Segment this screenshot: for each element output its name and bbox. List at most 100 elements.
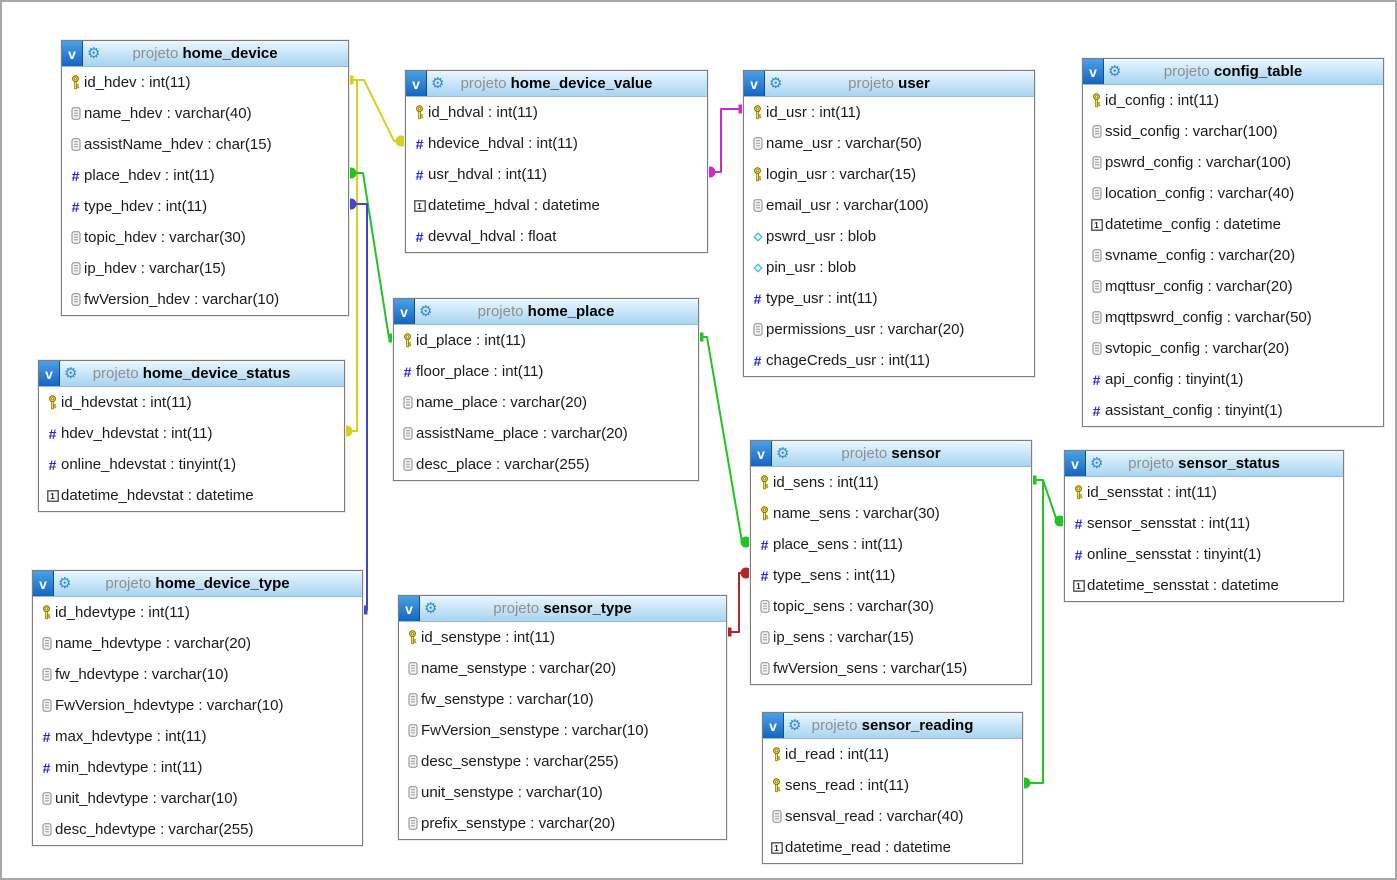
table-header-sensor_reading[interactable]: v⚙projeto sensor_reading: [763, 713, 1022, 739]
field-row-name_hdevtype: name_hdevtypevarchar(20): [33, 628, 362, 659]
field-type: varchar(15): [878, 660, 968, 677]
field-row-id_read: id_readint(11): [763, 739, 1022, 770]
table-user[interactable]: v⚙projeto userid_usrint(11)name_usrvarch…: [743, 70, 1035, 377]
table-title: projeto home_device: [62, 45, 348, 62]
text-field-icon: [38, 668, 55, 681]
table-home_device[interactable]: v⚙projeto home_deviceid_hdevint(11)name_…: [61, 40, 349, 316]
gear-icon[interactable]: ⚙: [1108, 63, 1122, 80]
gear-icon[interactable]: ⚙: [87, 45, 101, 62]
datetime-field-icon: 1: [1088, 218, 1105, 231]
schema-name: projeto: [841, 445, 888, 462]
field-row-sens_read: sens_readint(11): [763, 770, 1022, 801]
field-row-desc_senstype: desc_senstypevarchar(255): [399, 746, 726, 777]
view-badge-icon[interactable]: v: [62, 41, 83, 66]
field-row-pswrd_usr: pswrd_usrblob: [744, 221, 1034, 252]
view-badge-icon[interactable]: v: [394, 299, 415, 324]
text-field-icon: [1088, 125, 1105, 138]
field-row-hdev_hdevstat: #hdev_hdevstatint(11): [39, 418, 344, 449]
field-name: max_hdevtype: [55, 728, 153, 745]
view-badge-icon[interactable]: v: [763, 713, 784, 738]
primary-key-icon: [749, 167, 766, 182]
view-badge-icon[interactable]: v: [406, 71, 427, 96]
table-header-home_device_status[interactable]: v⚙projeto home_device_status: [39, 361, 344, 387]
field-name: chageCreds_usr: [766, 352, 877, 369]
table-header-home_device[interactable]: v⚙projeto home_device: [62, 41, 348, 67]
field-type: tinyint(1): [166, 456, 237, 473]
table-sensor_type[interactable]: v⚙projeto sensor_typeid_senstypeint(11)n…: [398, 595, 727, 840]
table-header-sensor_status[interactable]: v⚙projeto sensor_status: [1065, 451, 1343, 477]
table-header-home_place[interactable]: v⚙projeto home_place: [394, 299, 698, 325]
table-home_device_value[interactable]: v⚙projeto home_device_valueid_hdvalint(1…: [405, 70, 708, 253]
gear-icon[interactable]: ⚙: [788, 717, 802, 734]
field-name: id_sens: [773, 474, 825, 491]
view-badge-icon[interactable]: v: [1065, 451, 1086, 476]
table-sensor_reading[interactable]: v⚙projeto sensor_readingid_readint(11)se…: [762, 712, 1023, 864]
table-header-home_device_type[interactable]: v⚙projeto home_device_type: [33, 571, 362, 597]
view-badge-icon[interactable]: v: [744, 71, 765, 96]
field-type: varchar(255): [156, 821, 253, 838]
relation-line-sensor-id_sens-to-sensor_reading-sens_read: [1025, 480, 1044, 784]
numeric-field-icon: #: [753, 290, 762, 307]
field-type: int(11): [1196, 515, 1250, 532]
field-type: datetime: [881, 839, 951, 856]
field-row-assistant_config: #assistant_configtinyint(1): [1083, 395, 1383, 426]
field-type: datetime: [1211, 216, 1281, 233]
field-name: id_config: [1105, 92, 1166, 109]
gear-icon[interactable]: ⚙: [776, 445, 790, 462]
gear-icon[interactable]: ⚙: [58, 575, 72, 592]
field-name: datetime_hdval: [428, 197, 530, 214]
field-name: fwVersion_sens: [773, 660, 879, 677]
numeric-field-icon: #: [753, 352, 762, 369]
field-type: int(11): [484, 104, 537, 121]
view-badge-icon[interactable]: v: [399, 596, 420, 621]
table-header-sensor[interactable]: v⚙projeto sensor: [751, 441, 1031, 467]
table-header-sensor_type[interactable]: v⚙projeto sensor_type: [399, 596, 726, 622]
field-type: blob: [835, 228, 876, 245]
field-name: assistant_config: [1105, 402, 1213, 419]
table-home_place[interactable]: v⚙projeto home_placeid_placeint(11)#floo…: [393, 298, 699, 481]
field-name: mqttusr_config: [1105, 278, 1204, 295]
field-name: datetime_hdevstat: [61, 487, 184, 504]
gear-icon[interactable]: ⚙: [424, 600, 438, 617]
numeric-field-icon: #: [415, 166, 424, 183]
table-header-home_device_value[interactable]: v⚙projeto home_device_value: [406, 71, 707, 97]
field-row-name_hdev: name_hdevvarchar(40): [62, 98, 348, 129]
view-badge-icon[interactable]: v: [33, 571, 54, 596]
field-name: online_hdevstat: [61, 456, 167, 473]
field-type: int(11): [824, 290, 877, 307]
view-badge-icon[interactable]: v: [39, 361, 60, 386]
text-field-icon: [1088, 249, 1105, 262]
table-config_table[interactable]: v⚙projeto config_tableid_configint(11)ss…: [1082, 58, 1384, 427]
relation-line-home_place-id_place-to-sensor-place_sens: [699, 336, 746, 543]
view-badge-icon[interactable]: v: [751, 441, 772, 466]
field-type: varchar(10): [190, 291, 279, 308]
field-row-name_usr: name_usrvarchar(50): [744, 128, 1034, 159]
field-type: varchar(20): [526, 815, 616, 832]
table-header-config_table[interactable]: v⚙projeto config_table: [1083, 59, 1383, 85]
numeric-field-icon: #: [48, 456, 57, 473]
table-home_device_status[interactable]: v⚙projeto home_device_statusid_hdevstati…: [38, 360, 345, 512]
gear-icon[interactable]: ⚙: [769, 75, 783, 92]
gear-icon[interactable]: ⚙: [64, 365, 78, 382]
table-sensor_status[interactable]: v⚙projeto sensor_statusid_sensstatint(11…: [1064, 450, 1344, 602]
table-name: sensor_reading: [861, 717, 974, 734]
field-type: int(11): [1165, 92, 1219, 109]
view-badge-icon[interactable]: v: [1083, 59, 1104, 84]
field-name: name_usr: [766, 135, 833, 152]
field-type: int(11): [855, 777, 909, 794]
table-header-user[interactable]: v⚙projeto user: [744, 71, 1034, 97]
field-row-FwVersion_senstype: FwVersion_senstypevarchar(10): [399, 715, 726, 746]
numeric-field-icon: #: [1074, 546, 1083, 563]
field-row-login_usr: login_usrvarchar(15): [744, 159, 1034, 190]
table-home_device_type[interactable]: v⚙projeto home_device_typeid_hdevtypeint…: [32, 570, 363, 846]
gear-icon[interactable]: ⚙: [431, 75, 445, 92]
gear-icon[interactable]: ⚙: [1090, 455, 1104, 472]
field-type: varchar(20): [1200, 340, 1290, 357]
text-field-icon: [399, 427, 416, 440]
table-sensor[interactable]: v⚙projeto sensorid_sensint(11)name_sensv…: [750, 440, 1032, 685]
field-name: assistName_place: [416, 425, 539, 442]
field-name: desc_hdevtype: [55, 821, 156, 838]
field-name: hdev_hdevstat: [61, 425, 159, 442]
gear-icon[interactable]: ⚙: [419, 303, 433, 320]
